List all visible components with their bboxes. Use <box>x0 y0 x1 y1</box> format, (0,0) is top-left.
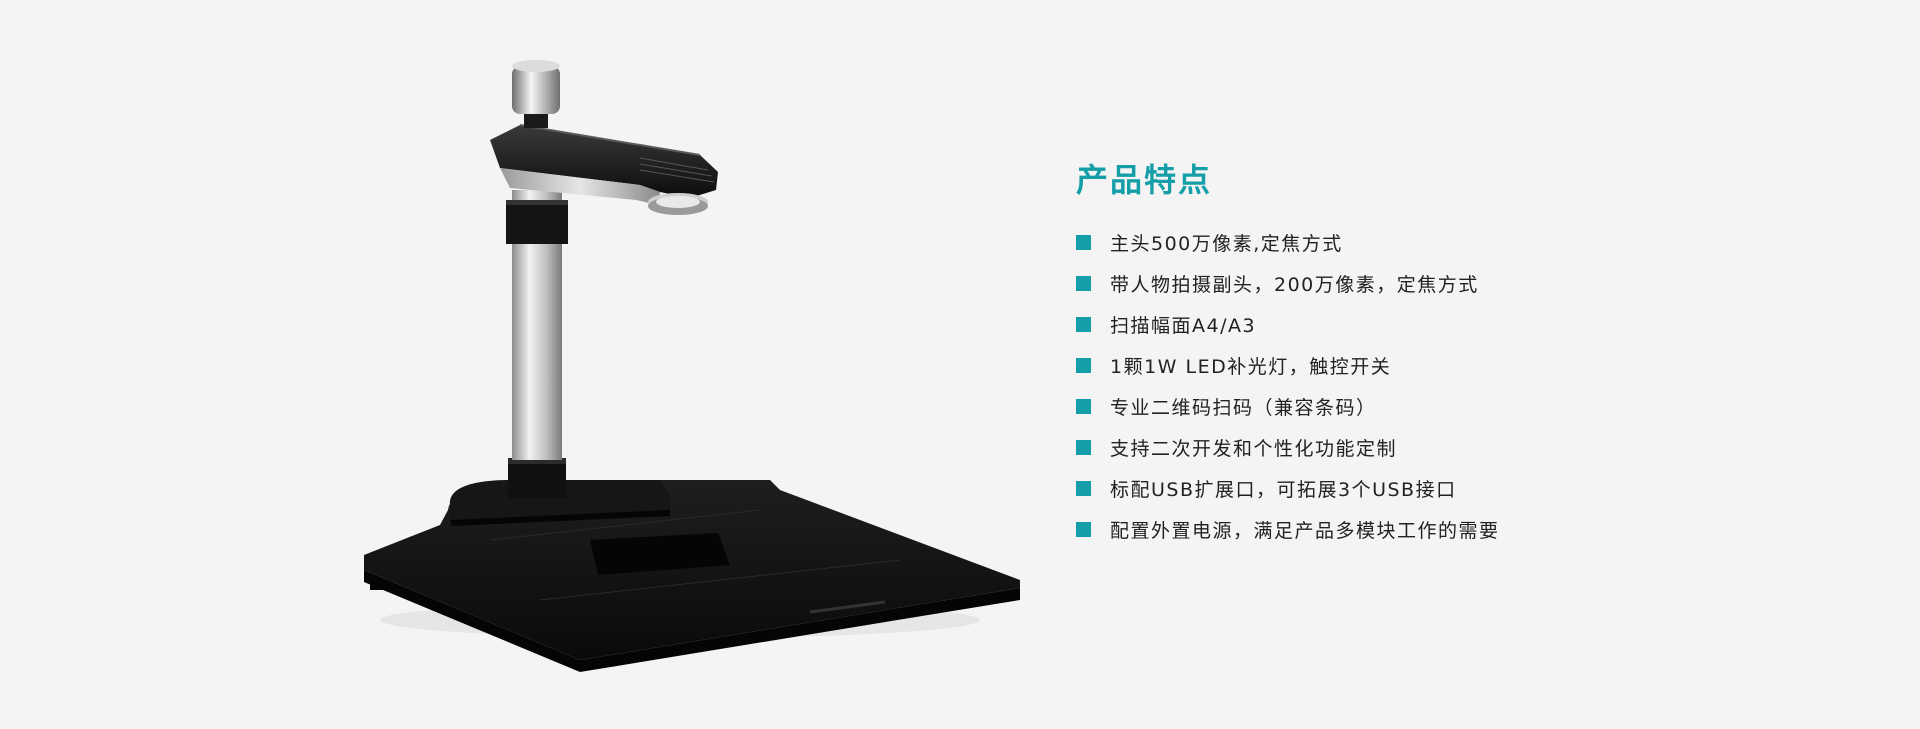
square-bullet-icon <box>1076 522 1091 537</box>
feature-item: 扫描幅面A4/A3 <box>1076 304 1676 345</box>
feature-text: 配置外置电源，满足产品多模块工作的需要 <box>1110 520 1500 542</box>
feature-text: 带人物拍摄副头，200万像素，定焦方式 <box>1110 274 1479 296</box>
features-title: 产品特点 <box>1076 161 1213 199</box>
square-bullet-icon <box>1076 440 1091 455</box>
feature-item: 带人物拍摄副头，200万像素，定焦方式 <box>1076 263 1676 304</box>
square-bullet-icon <box>1076 399 1091 414</box>
document-camera-scanner-icon <box>364 60 1020 672</box>
feature-item: 配置外置电源，满足产品多模块工作的需要 <box>1076 509 1676 550</box>
feature-item: 标配USB扩展口，可拓展3个USB接口 <box>1076 468 1676 509</box>
feature-item: 主头500万像素,定焦方式 <box>1076 222 1676 263</box>
feature-text: 主头500万像素,定焦方式 <box>1110 233 1343 255</box>
square-bullet-icon <box>1076 481 1091 496</box>
product-image <box>340 40 1020 680</box>
square-bullet-icon <box>1076 317 1091 332</box>
square-bullet-icon <box>1076 358 1091 373</box>
feature-item: 支持二次开发和个性化功能定制 <box>1076 427 1676 468</box>
features-panel: 产品特点 主头500万像素,定焦方式 带人物拍摄副头，200万像素，定焦方式 扫… <box>1076 158 1676 550</box>
feature-item: 专业二维码扫码（兼容条码） <box>1076 386 1676 427</box>
square-bullet-icon <box>1076 235 1091 250</box>
feature-item: 1颗1W LED补光灯，触控开关 <box>1076 345 1676 386</box>
feature-text: 扫描幅面A4/A3 <box>1110 315 1257 337</box>
feature-text: 标配USB扩展口，可拓展3个USB接口 <box>1110 479 1457 501</box>
feature-text: 1颗1W LED补光灯，触控开关 <box>1110 356 1392 378</box>
square-bullet-icon <box>1076 276 1091 291</box>
feature-list: 主头500万像素,定焦方式 带人物拍摄副头，200万像素，定焦方式 扫描幅面A4… <box>1076 222 1676 550</box>
feature-text: 专业二维码扫码（兼容条码） <box>1110 397 1377 419</box>
feature-text: 支持二次开发和个性化功能定制 <box>1110 438 1398 460</box>
